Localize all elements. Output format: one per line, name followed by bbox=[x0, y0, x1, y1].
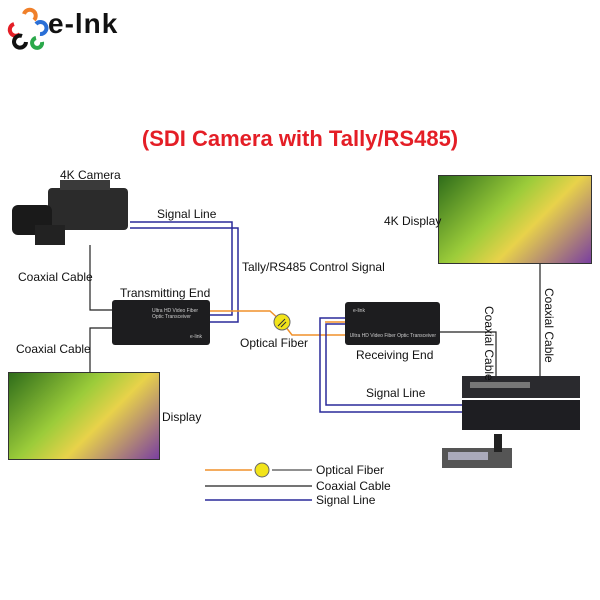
display-4k-label: 4K Display bbox=[384, 214, 442, 228]
optical-fiber-label: Optical Fiber bbox=[240, 336, 309, 350]
receiver-device: e-link Ultra HD Video Fiber Optic Transc… bbox=[345, 302, 440, 345]
legend-coax-label: Coaxial Cable bbox=[316, 479, 391, 493]
signal-line-rx-label: Signal Line bbox=[366, 386, 426, 400]
receiving-end-label: Receiving End bbox=[356, 348, 434, 362]
page-title: (SDI Camera with Tally/RS485) bbox=[141, 126, 459, 151]
logo-text: e-lnk bbox=[48, 8, 119, 39]
rx-brand: e-link bbox=[353, 308, 365, 314]
tx-device-text: Ultra HD Video Fiber Optic Transceiver bbox=[152, 308, 199, 320]
signal-line-top bbox=[130, 221, 233, 316]
keyboard-icon bbox=[442, 434, 512, 468]
coax-rx-line bbox=[440, 331, 497, 378]
camera-icon bbox=[12, 180, 128, 245]
logo-icon bbox=[7, 7, 49, 50]
signal-line-label: Signal Line bbox=[157, 207, 217, 221]
switcher-icon bbox=[462, 376, 580, 430]
coax-camera-line bbox=[89, 245, 112, 311]
coax-display-label: Coaxial Cable bbox=[16, 342, 91, 356]
rx-device-text: Ultra HD Video Fiber Optic Transceiver bbox=[349, 333, 436, 339]
tally-label: Tally/RS485 Control Signal bbox=[242, 260, 385, 274]
display-label: Display bbox=[162, 410, 202, 424]
display-image bbox=[8, 372, 160, 460]
signal-line-top-2 bbox=[130, 227, 239, 323]
legend-signal-label: Signal Line bbox=[316, 493, 376, 507]
tx-brand: e-link bbox=[190, 334, 202, 340]
display-4k-image bbox=[438, 175, 592, 264]
transmitting-end-label: Transmitting End bbox=[120, 286, 211, 300]
coax-rx-label: Coaxial Cable bbox=[482, 306, 496, 381]
signal-line-rx bbox=[319, 317, 462, 413]
transmitter-device: Ultra HD Video Fiber Optic Transceiver e… bbox=[112, 300, 210, 345]
coax-camera-label: Coaxial Cable bbox=[18, 270, 93, 284]
coax-display-line bbox=[89, 327, 112, 372]
legend-fiber-label: Optical Fiber bbox=[316, 463, 385, 477]
coax-4k-label: Coaxial Cable bbox=[542, 288, 556, 363]
camera-label: 4K Camera bbox=[60, 168, 121, 182]
legend-fiber-icon bbox=[254, 462, 270, 478]
